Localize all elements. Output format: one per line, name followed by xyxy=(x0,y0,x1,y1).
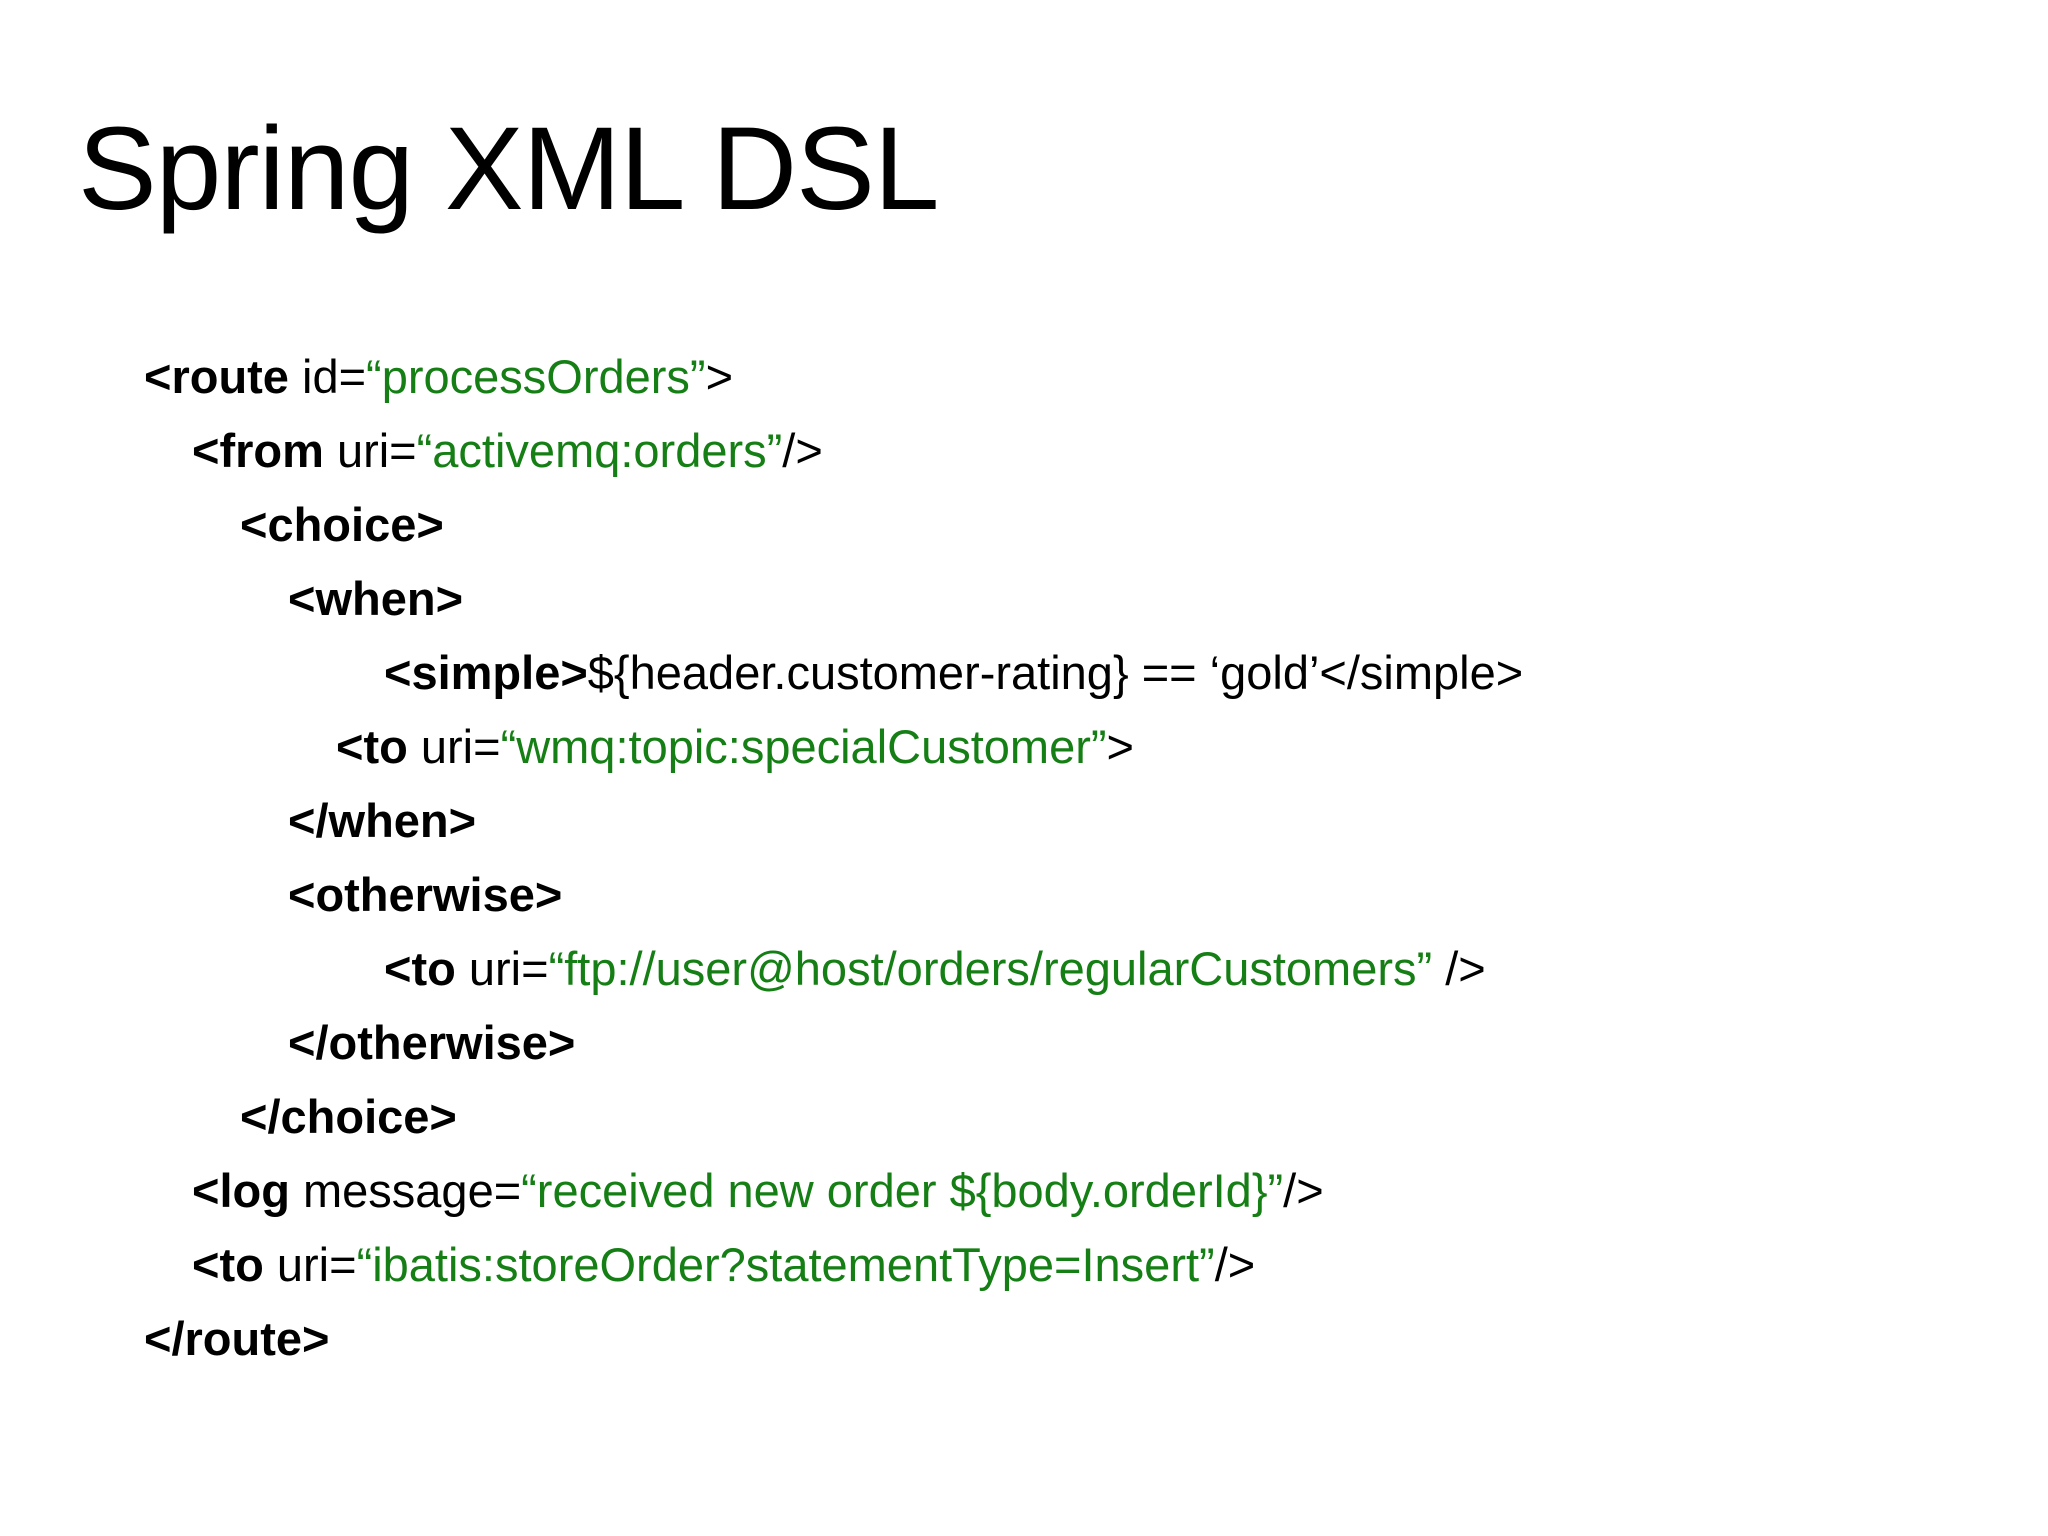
code-line: </when> xyxy=(0,784,2048,858)
code-token-tag: <to xyxy=(384,942,456,995)
code-token-val: “processOrders” xyxy=(366,350,706,403)
code-token-tag: </route> xyxy=(144,1312,330,1365)
code-line: <log message=“received new order ${body.… xyxy=(0,1154,2048,1228)
code-token-plain: /> xyxy=(1432,942,1486,995)
code-token-text: ${header.customer-rating} == ‘gold’</sim… xyxy=(587,646,1524,699)
code-token-tag: </otherwise> xyxy=(288,1016,576,1069)
code-token-tag: </when> xyxy=(288,794,477,847)
code-token-plain: /> xyxy=(1214,1238,1256,1291)
code-token-plain: /> xyxy=(782,424,823,477)
code-token-val: “wmq:topic:specialCustomer” xyxy=(500,720,1107,773)
code-line: <to uri=“ibatis:storeOrder?statementType… xyxy=(0,1228,2048,1302)
code-token-tag: <otherwise> xyxy=(288,868,563,921)
code-token-plain: > xyxy=(705,350,734,403)
code-line: </choice> xyxy=(0,1080,2048,1154)
code-token-tag: </choice> xyxy=(240,1090,457,1143)
code-line: <route id=“processOrders”> xyxy=(0,340,2048,414)
code-token-attr: uri= xyxy=(323,424,417,477)
code-token-tag: <to xyxy=(336,720,408,773)
code-token-val: “activemq:orders” xyxy=(416,424,783,477)
code-token-tag: <when> xyxy=(288,572,464,625)
code-line: <to uri=“wmq:topic:specialCustomer”> xyxy=(0,710,2048,784)
code-token-tag: <to xyxy=(192,1238,264,1291)
code-token-val: “ibatis:storeOrder?statementType=Insert” xyxy=(356,1238,1215,1291)
code-line: <when> xyxy=(0,562,2048,636)
code-token-attr: uri= xyxy=(263,1238,357,1291)
code-line: <choice> xyxy=(0,488,2048,562)
code-token-tag: <simple> xyxy=(384,646,588,699)
code-token-val: “received new order ${body.orderId}” xyxy=(521,1164,1284,1217)
code-line: <to uri=“ftp://user@host/orders/regularC… xyxy=(0,932,2048,1006)
code-token-attr: uri= xyxy=(407,720,501,773)
code-token-attr: uri= xyxy=(455,942,549,995)
xml-code-block: <route id=“processOrders”><from uri=“act… xyxy=(0,340,2048,1376)
code-line: <otherwise> xyxy=(0,858,2048,932)
code-line: <from uri=“activemq:orders”/> xyxy=(0,414,2048,488)
code-line: </route> xyxy=(0,1302,2048,1376)
code-token-tag: <from xyxy=(192,424,324,477)
code-token-attr: id= xyxy=(288,350,367,403)
code-token-tag: <route xyxy=(144,350,289,403)
page-title: Spring XML DSL xyxy=(78,103,939,235)
code-token-tag: <log xyxy=(192,1164,290,1217)
code-line: </otherwise> xyxy=(0,1006,2048,1080)
code-token-plain: > xyxy=(1106,720,1134,773)
code-line: <simple>${header.customer-rating} == ‘go… xyxy=(0,636,2048,710)
code-token-plain: /> xyxy=(1283,1164,1324,1217)
code-token-val: “ftp://user@host/orders/regularCustomers… xyxy=(548,942,1433,995)
code-token-attr: message= xyxy=(289,1164,522,1217)
code-token-tag: <choice> xyxy=(240,498,444,551)
